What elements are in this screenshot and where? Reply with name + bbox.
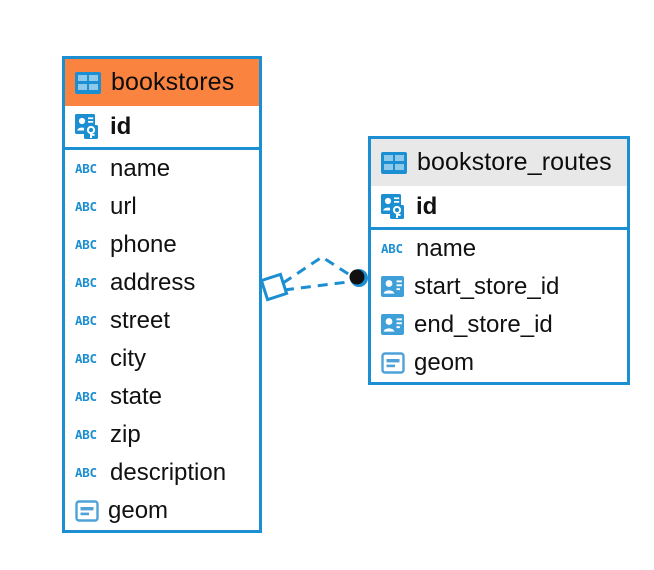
text-abc-icon: ABC [75,160,97,176]
text-abc-icon: ABC [75,426,97,442]
entity-table-bookstores[interactable]: bookstores id ABC name [62,56,262,533]
primary-key-icon [75,113,98,139]
field-name: street [110,307,171,334]
field-row-zip[interactable]: ABC zip [65,416,259,454]
relationship-line-upper [282,255,357,285]
text-abc-icon: ABC [75,388,97,404]
field-name: name [416,235,477,262]
field-row-address[interactable]: ABC address [65,264,259,302]
field-name: address [110,269,196,296]
field-name: phone [110,231,177,258]
field-row-state[interactable]: ABC state [65,378,259,416]
field-row-street[interactable]: ABC street [65,302,259,340]
text-abc-icon: ABC [75,274,97,290]
relationship-source-diamond-icon [259,272,289,302]
field-row-name[interactable]: ABC name [371,230,627,268]
table-icon [75,71,101,94]
field-row-end-store-id[interactable]: end_store_id [371,306,627,344]
field-name: start_store_id [414,273,560,300]
field-name: state [110,383,163,410]
entity-table-bookstore-routes[interactable]: bookstore_routes id ABC na [368,136,630,385]
entity-header: bookstores [65,59,259,106]
text-abc-icon: ABC [75,198,97,214]
relationship-target-circle-icon [349,269,368,287]
relationship-line-lower [283,279,357,292]
field-name: id [110,112,132,140]
text-abc-icon: ABC [75,236,97,252]
field-row-start-store-id[interactable]: start_store_id [371,268,627,306]
field-row-name[interactable]: ABC name [65,150,259,188]
text-abc-icon: ABC [75,312,97,328]
foreign-key-icon [381,276,404,297]
field-list: id ABC name start_store_id [371,186,627,382]
text-abc-icon: ABC [75,350,97,366]
geometry-blob-icon [381,352,405,374]
field-name: zip [110,421,141,448]
field-name: url [110,193,137,220]
field-list: id ABC name ABC url ABC phone ABC addres… [65,106,259,530]
foreign-key-icon [381,314,404,335]
field-name: description [110,459,227,486]
field-name: city [110,345,146,372]
field-name: end_store_id [414,311,553,338]
field-row-id[interactable]: id [65,106,259,150]
text-abc-icon: ABC [75,464,97,480]
field-row-geom[interactable]: geom [371,344,627,382]
field-row-id[interactable]: id [371,186,627,230]
primary-key-icon [381,193,404,219]
entity-header: bookstore_routes [371,139,627,186]
field-name: geom [108,497,169,524]
geometry-blob-icon [75,500,99,522]
entity-title: bookstore_routes [417,148,612,176]
field-name: name [110,155,171,182]
text-abc-icon: ABC [381,240,403,256]
field-row-description[interactable]: ABC description [65,454,259,492]
field-name: geom [414,349,475,376]
table-icon [381,151,407,174]
field-name: id [416,192,438,220]
field-row-geom[interactable]: geom [65,492,259,530]
field-row-phone[interactable]: ABC phone [65,226,259,264]
field-row-url[interactable]: ABC url [65,188,259,226]
field-row-city[interactable]: ABC city [65,340,259,378]
entity-title: bookstores [111,68,235,96]
